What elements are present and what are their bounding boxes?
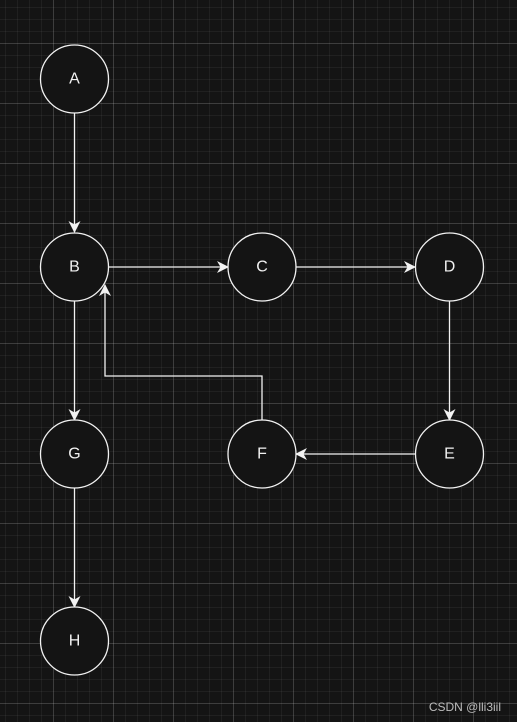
- node-h[interactable]: H: [39, 606, 110, 676]
- node-a-label: A: [69, 71, 80, 88]
- node-e-label: E: [444, 446, 455, 463]
- watermark-text: CSDN @lli3iil: [428, 700, 501, 714]
- node-b[interactable]: B: [39, 232, 110, 302]
- node-g[interactable]: G: [39, 419, 110, 489]
- node-b-label: B: [69, 259, 80, 276]
- node-g-label: G: [68, 446, 80, 463]
- node-f-label: F: [257, 446, 267, 463]
- node-c-label: C: [256, 259, 268, 276]
- node-d-label: D: [444, 259, 456, 276]
- node-c[interactable]: C: [227, 232, 297, 302]
- node-h-label: H: [69, 633, 81, 650]
- node-f[interactable]: F: [227, 419, 297, 489]
- node-d[interactable]: D: [414, 232, 485, 302]
- node-e[interactable]: E: [414, 419, 485, 489]
- node-a[interactable]: A: [39, 44, 110, 114]
- edge-f-b: [99, 284, 263, 420]
